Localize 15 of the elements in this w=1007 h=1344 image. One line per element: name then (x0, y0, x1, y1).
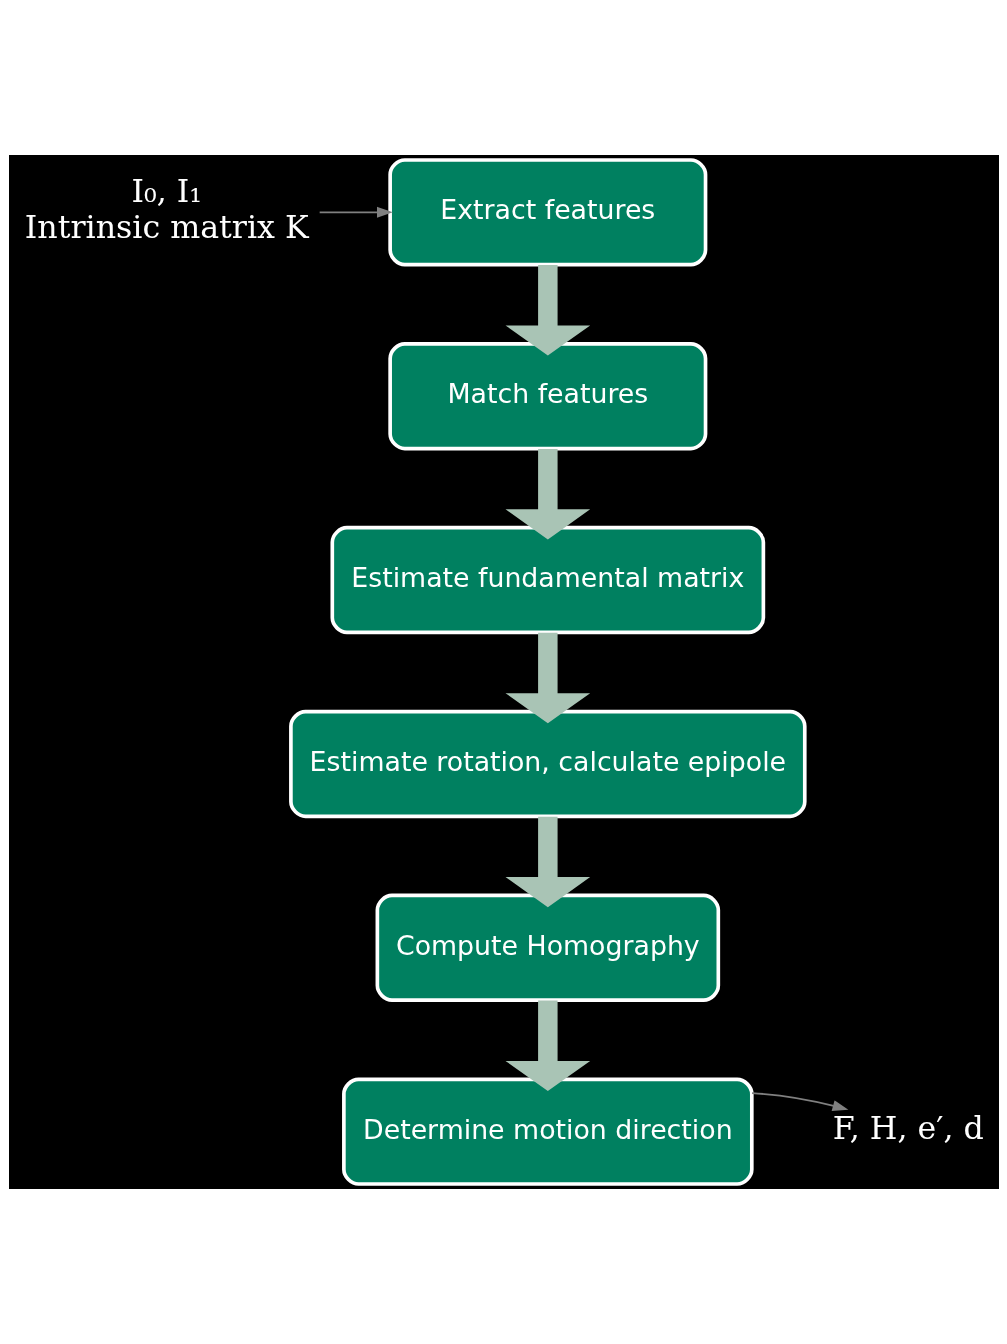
arrow (318, 206, 393, 218)
arrow (750, 1092, 848, 1112)
node-box: Estimate fundamental matrix (329, 525, 765, 635)
arrow (505, 265, 590, 356)
node-box: Compute Homography (375, 893, 720, 1002)
arrow (505, 632, 590, 724)
node-box: Estimate rotation, calculate epipole (288, 709, 807, 819)
node-text: I₀, I₁ Intrinsic matrix K (24, 173, 309, 245)
node-box: Match features (387, 342, 707, 451)
node-box: Extract features (387, 158, 707, 267)
arrow (505, 448, 590, 540)
arrow (505, 1000, 590, 1092)
node-box: Determine motion direction (341, 1077, 754, 1186)
arrow (505, 816, 590, 908)
node-text: F, H, e′, d (832, 1110, 984, 1147)
